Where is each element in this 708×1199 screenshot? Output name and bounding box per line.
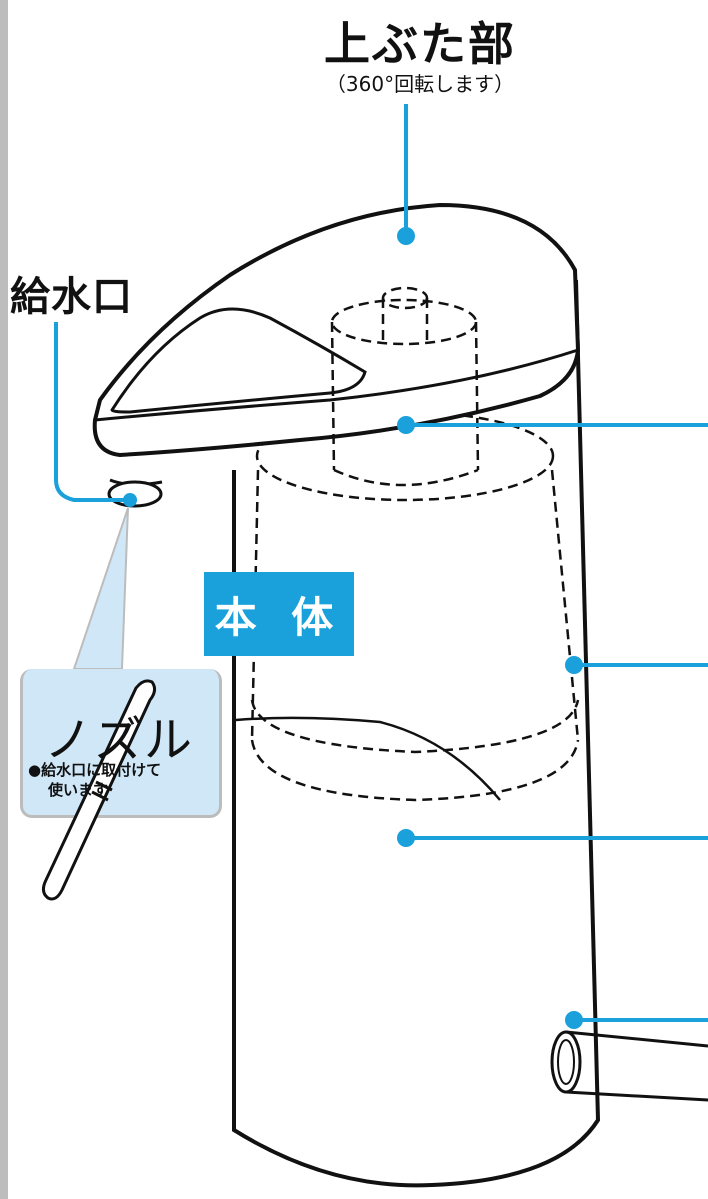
body-outline: [232, 279, 601, 1188]
inner-tank-dashed: [250, 410, 580, 802]
lid-title: 上ぶた部: [324, 17, 516, 71]
nozzle-stick: [41, 679, 157, 901]
nozzle-note-line2: 使います: [48, 781, 109, 799]
water-level-line: [235, 716, 501, 801]
nozzle-note-line1: ●給水口に取付けて: [28, 761, 162, 779]
outlet-pipe: [550, 1030, 708, 1102]
lid-rim: [94, 348, 579, 422]
left-border: [0, 0, 8, 1199]
leader-dots: [123, 227, 583, 1029]
nozzle-title: ノズル: [44, 712, 195, 768]
pump-column-dashed: [330, 286, 480, 487]
leader-lines: [54, 104, 708, 1022]
nozzle-note: ●給水口に取付けて 使います: [28, 760, 208, 800]
lid-button: [110, 307, 367, 414]
body-badge: 本 体: [204, 572, 354, 656]
lid-subtitle: （360°回転します）: [325, 72, 515, 96]
spout-label: 給水口: [10, 274, 133, 320]
